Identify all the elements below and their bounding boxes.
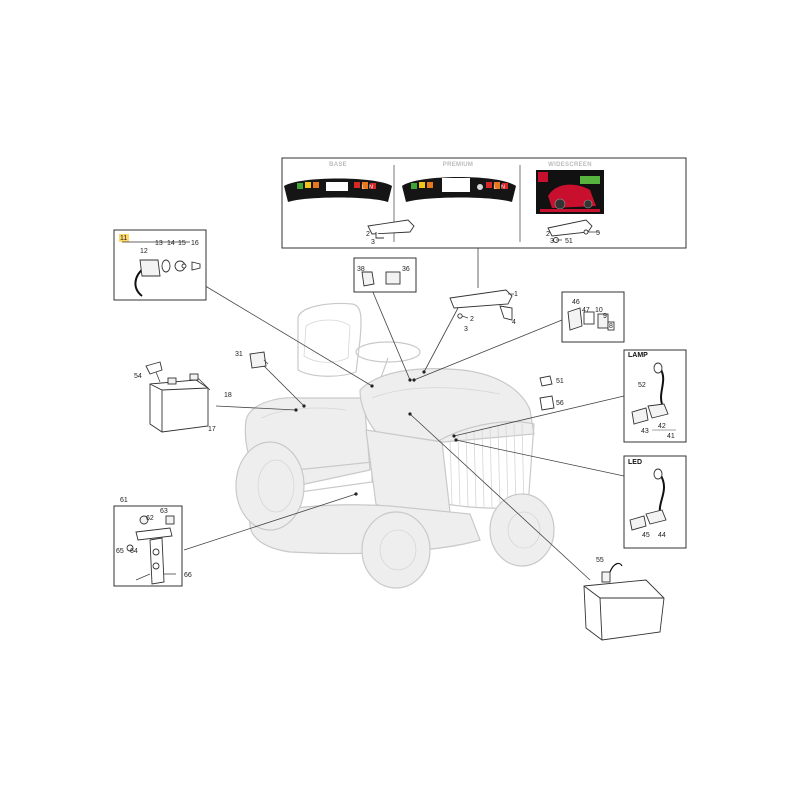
part-label-52: 52 bbox=[638, 382, 646, 389]
part-label-2: 2 bbox=[470, 316, 474, 323]
part-label-66: 66 bbox=[184, 572, 192, 579]
part-label-45: 45 bbox=[642, 532, 650, 539]
seat-switch bbox=[249, 351, 269, 369]
header-widescreen: WIDESCREEN bbox=[548, 162, 592, 168]
part-label-10: 10 bbox=[595, 307, 603, 314]
part-label-4: 4 bbox=[512, 319, 516, 326]
part-label-2: 2 bbox=[546, 231, 550, 238]
small-parts-right bbox=[539, 375, 555, 411]
header-premium: PREMIUM bbox=[443, 162, 473, 168]
part-number-labels: 2 3 51 5 2 3 1 2 3 4 11 12 13 14 15 16 3… bbox=[116, 230, 676, 579]
part-label-64: 64 bbox=[130, 548, 138, 555]
relay-box bbox=[353, 257, 417, 293]
part-label-65: 65 bbox=[116, 548, 124, 555]
header-base: BASE bbox=[329, 162, 347, 168]
part-label-43: 43 bbox=[641, 428, 649, 435]
part-label-56: 56 bbox=[556, 400, 564, 407]
base-led-n: N bbox=[369, 185, 373, 191]
led-section-label: LED bbox=[628, 459, 642, 466]
part-label-16: 16 bbox=[191, 240, 199, 247]
part-label-46: 46 bbox=[572, 299, 580, 306]
battery bbox=[145, 361, 211, 433]
base-led-l: L bbox=[361, 185, 364, 191]
part-label-42: 42 bbox=[658, 423, 666, 430]
part-label-3: 3 bbox=[464, 326, 468, 333]
part-label-63: 63 bbox=[160, 508, 168, 515]
part-label-61: 61 bbox=[120, 497, 128, 504]
cable-harness-box bbox=[113, 505, 183, 587]
part-label-12: 12 bbox=[140, 248, 148, 255]
fuse-box bbox=[561, 291, 625, 343]
part-label-3: 3 bbox=[371, 239, 375, 246]
base-dashboard: L N bbox=[284, 178, 392, 202]
leader-lines bbox=[183, 248, 625, 581]
lamp-section-label: LAMP bbox=[628, 352, 648, 359]
part-label-9: 9 bbox=[603, 313, 607, 320]
highlight-marker bbox=[119, 234, 129, 242]
part-label-51: 51 bbox=[565, 238, 573, 245]
part-label-1: 1 bbox=[514, 291, 518, 298]
part-label-11: 11 bbox=[120, 235, 127, 242]
ignition-switch-box bbox=[113, 229, 207, 301]
tractor-outline bbox=[235, 302, 555, 589]
fuel-tank bbox=[583, 562, 665, 641]
part-label-47: 47 bbox=[582, 307, 590, 314]
part-label-14: 14 bbox=[167, 240, 175, 247]
dashboard-panel: BASE PREMIUM WIDESCREEN L N L bbox=[281, 157, 687, 249]
part-label-31: 31 bbox=[235, 351, 243, 358]
part-label-2: 2 bbox=[366, 231, 370, 238]
part-label-62: 62 bbox=[146, 515, 154, 522]
part-label-51: 51 bbox=[556, 378, 564, 385]
part-label-15: 15 bbox=[178, 240, 186, 247]
part-label-44: 44 bbox=[658, 532, 666, 539]
part-label-17: 17 bbox=[208, 426, 216, 433]
dashboard-bracket bbox=[449, 289, 514, 321]
part-label-55: 55 bbox=[596, 557, 604, 564]
part-label-41: 41 bbox=[667, 433, 675, 440]
part-label-8: 8 bbox=[609, 323, 613, 330]
premium-dashboard: L N bbox=[402, 177, 516, 202]
lamp-box: LAMP bbox=[623, 349, 687, 443]
premium-led-l: L bbox=[493, 185, 496, 191]
led-box: LED bbox=[623, 455, 687, 549]
part-label-38: 38 bbox=[357, 266, 365, 273]
premium-led-n: N bbox=[501, 185, 505, 191]
part-label-5: 5 bbox=[596, 230, 600, 237]
widescreen-display bbox=[536, 170, 604, 214]
part-label-3: 3 bbox=[550, 238, 554, 245]
part-label-36: 36 bbox=[402, 266, 410, 273]
part-label-13: 13 bbox=[155, 240, 163, 247]
part-label-18: 18 bbox=[224, 392, 232, 399]
part-label-54: 54 bbox=[134, 373, 142, 380]
